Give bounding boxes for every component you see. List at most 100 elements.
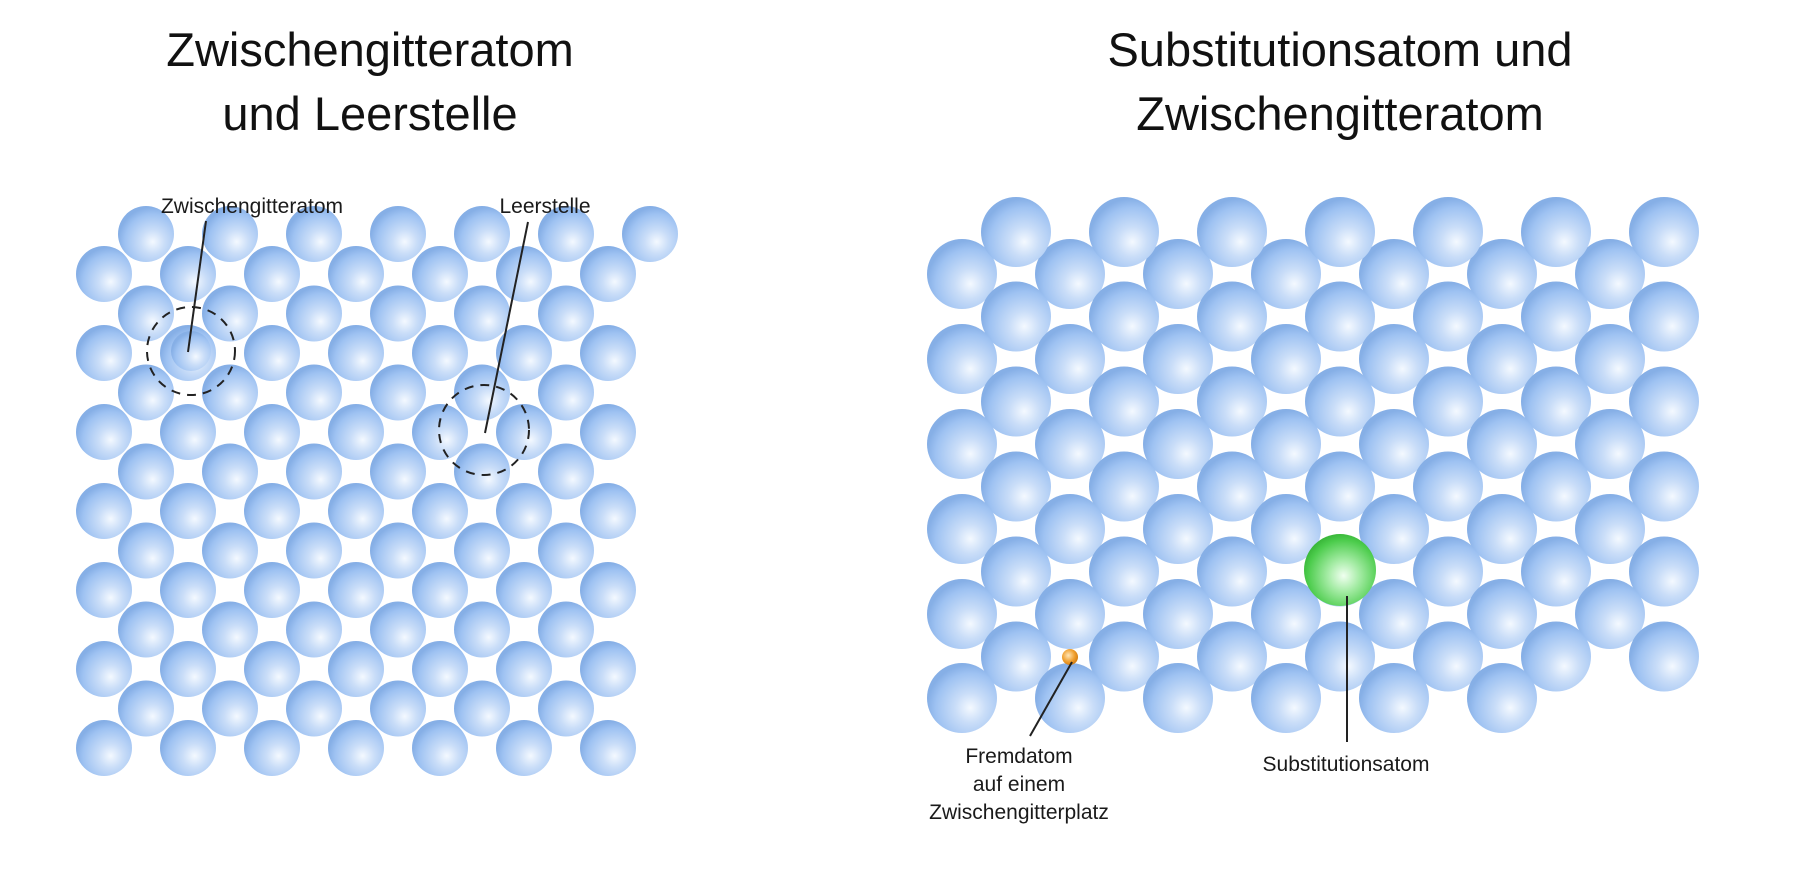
host-atom (118, 364, 174, 421)
host-atom (1251, 324, 1321, 394)
host-atom (981, 197, 1051, 267)
host-atom (244, 246, 300, 302)
host-atom (1035, 663, 1105, 733)
host-atom (1467, 579, 1537, 649)
host-atom (1089, 366, 1159, 437)
host-atom (1197, 621, 1267, 692)
host-atom (1089, 451, 1159, 522)
host-atom (1143, 409, 1213, 479)
host-atom (118, 680, 174, 737)
host-atom (538, 680, 594, 737)
host-atom (286, 522, 342, 579)
host-atom (496, 325, 552, 381)
host-atom (496, 246, 552, 302)
host-atom (927, 494, 997, 564)
host-atom (454, 601, 510, 658)
host-atom (328, 325, 384, 381)
host-atom (1359, 579, 1429, 649)
host-atom (1359, 663, 1429, 733)
host-atom (1413, 366, 1483, 437)
host-atom (580, 246, 636, 302)
foreign-atom-label-line-1: Fremdatom (965, 745, 1072, 768)
host-atom (538, 443, 594, 500)
host-atom (1035, 579, 1105, 649)
host-atom (1467, 409, 1537, 479)
right-title-line-2: Zwischengitteratom (1136, 87, 1544, 140)
host-atom (496, 404, 552, 460)
host-atom (370, 680, 426, 737)
host-atom (981, 281, 1051, 352)
host-atom (1629, 281, 1699, 352)
host-atom (1089, 197, 1159, 267)
host-atom (1197, 197, 1267, 267)
host-atom (1359, 409, 1429, 479)
host-atom (1521, 197, 1591, 267)
host-atom (580, 720, 636, 776)
host-atom (1521, 281, 1591, 352)
interstitial-leader-line (187, 220, 207, 353)
host-atom (496, 720, 552, 776)
host-atom (1413, 536, 1483, 607)
host-atom (927, 663, 997, 733)
host-atom (328, 641, 384, 697)
host-atom (160, 483, 216, 539)
interstitial-label: Zwischengitteratom (161, 195, 343, 218)
host-atom (328, 562, 384, 618)
host-atom (370, 206, 426, 262)
host-atom (1305, 451, 1375, 522)
host-atom (1143, 579, 1213, 649)
host-atom (1575, 494, 1645, 564)
host-atom (76, 325, 132, 381)
host-atom (118, 443, 174, 500)
host-atom (1575, 324, 1645, 394)
host-atom (1251, 494, 1321, 564)
host-atom (328, 483, 384, 539)
host-atom (1467, 494, 1537, 564)
host-atom (76, 483, 132, 539)
host-atom (118, 522, 174, 579)
foreign-atom-label-line-3: Zwischengitterplatz (929, 801, 1109, 824)
host-atom (580, 641, 636, 697)
host-atom (244, 483, 300, 539)
host-atom (1575, 409, 1645, 479)
host-atom (1521, 536, 1591, 607)
host-atom (202, 601, 258, 658)
host-atom (1467, 239, 1537, 309)
left-title-line-2: und Leerstelle (222, 87, 518, 140)
host-atom (328, 720, 384, 776)
substitution-atom (1304, 534, 1376, 606)
host-atom (454, 443, 510, 500)
host-atom (454, 364, 510, 421)
host-atom (412, 641, 468, 697)
host-atom (160, 404, 216, 460)
host-atom (76, 246, 132, 302)
host-atom (1629, 621, 1699, 692)
host-atom (496, 641, 552, 697)
right-panel-title: Substitutionsatom und Zwischengitteratom (1040, 18, 1640, 146)
host-atom (370, 443, 426, 500)
host-atom (1197, 536, 1267, 607)
host-atom (160, 246, 216, 302)
host-atom (1197, 451, 1267, 522)
host-atom (244, 325, 300, 381)
host-atom (1305, 281, 1375, 352)
host-atom (927, 409, 997, 479)
host-atom (202, 443, 258, 500)
host-atom (370, 285, 426, 342)
host-atom (538, 522, 594, 579)
host-atom (1035, 324, 1105, 394)
host-atom (412, 483, 468, 539)
host-atom (1629, 366, 1699, 437)
host-atom (286, 364, 342, 421)
host-atom (370, 522, 426, 579)
host-atom (202, 206, 258, 262)
host-atom (1629, 451, 1699, 522)
host-atom (1305, 366, 1375, 437)
host-atom (981, 536, 1051, 607)
host-atom (244, 404, 300, 460)
host-atom (244, 641, 300, 697)
host-atom (1143, 663, 1213, 733)
host-atom (328, 404, 384, 460)
host-atom (1413, 451, 1483, 522)
